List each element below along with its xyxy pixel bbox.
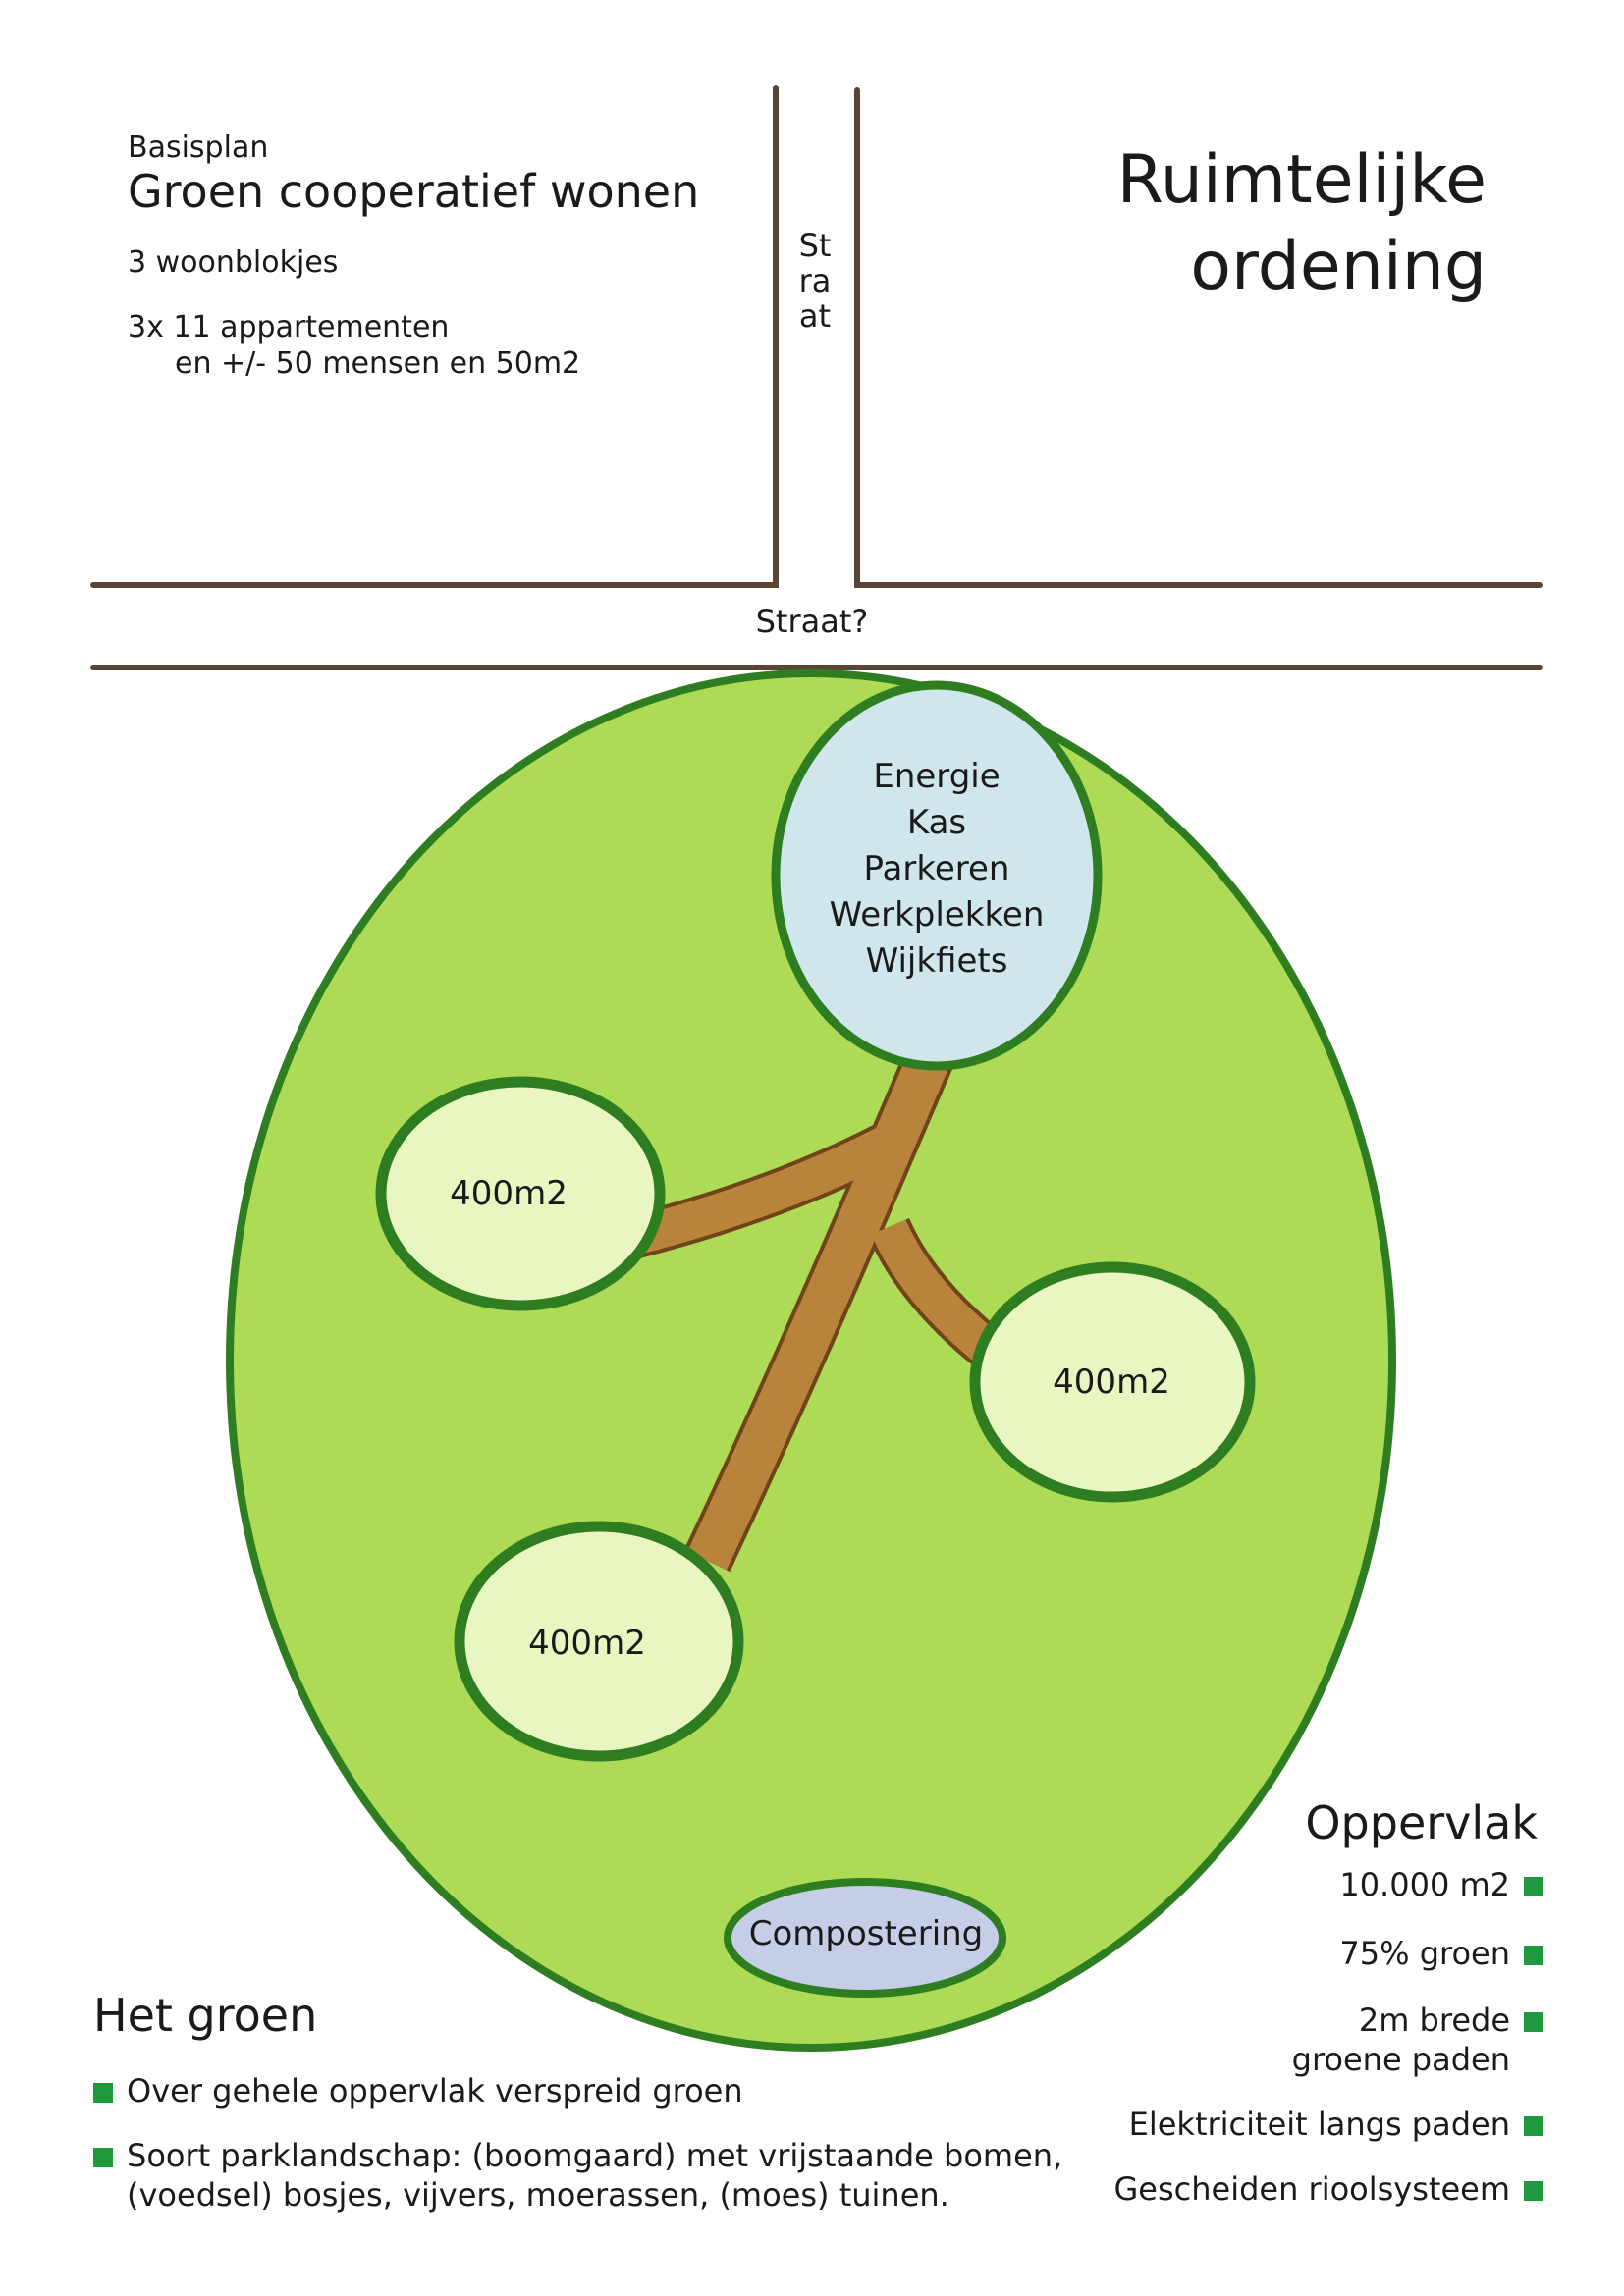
oppervlak-item: Gescheiden rioolsysteem bbox=[1113, 2169, 1543, 2209]
green-square-bullet-icon bbox=[1524, 2181, 1543, 2201]
groen-item: Over gehele oppervlak verspreid groen bbox=[93, 2071, 743, 2110]
oppervlak-item: 75% groen bbox=[1339, 1934, 1543, 1973]
block-bottom-label: 400m2 bbox=[528, 1624, 646, 1663]
street-border-right-vertical bbox=[854, 87, 1543, 588]
green-square-bullet-icon bbox=[1524, 1877, 1543, 1896]
hub-item: Werkplekken bbox=[829, 895, 1045, 934]
hub-item: Kas bbox=[906, 803, 967, 842]
green-square-bullet-icon bbox=[93, 2148, 113, 2167]
hub-facilities-list: Energie Kas Parkeren Werkplekken Wijkfie… bbox=[780, 754, 1094, 985]
street-label-horizontal: Straat? bbox=[755, 603, 869, 640]
hub-facilities-circle bbox=[771, 680, 1103, 1071]
oppervlak-item: 2m brede groene paden bbox=[1292, 2001, 1543, 2079]
oppervlak-item: Elektriciteit langs paden bbox=[1129, 2105, 1543, 2144]
plan-people-area: en +/- 50 mensen en 50m2 bbox=[175, 347, 581, 381]
green-square-bullet-icon bbox=[1524, 2012, 1543, 2032]
groen-section-title: Het groen bbox=[93, 1989, 318, 2042]
oppervlak-item: 10.000 m2 bbox=[1339, 1865, 1543, 1904]
green-square-bullet-icon bbox=[1524, 2116, 1543, 2136]
street-label-vertical: Straat bbox=[798, 227, 832, 335]
block-right-label: 400m2 bbox=[1053, 1362, 1170, 1402]
street-border-left-vertical bbox=[90, 85, 779, 588]
groen-item: Soort parklandschap: (boomgaard) met vri… bbox=[93, 2136, 1062, 2215]
plan-title: Groen cooperatief wonen bbox=[128, 165, 700, 218]
page-title-line1: Ruimtelijke bbox=[1116, 141, 1487, 219]
compost-label: Compostering bbox=[748, 1914, 984, 1953]
plan-label: Basisplan bbox=[128, 131, 269, 165]
page-title-line2: ordening bbox=[1190, 228, 1487, 305]
oppervlak-section-title: Oppervlak bbox=[1305, 1796, 1538, 1849]
plan-blocks-count: 3 woonblokjes bbox=[128, 245, 339, 280]
housing-block-bottom bbox=[454, 1521, 744, 1762]
housing-block-left bbox=[375, 1076, 666, 1311]
plan-apartments: 3x 11 appartementen bbox=[128, 310, 450, 345]
hub-item: Parkeren bbox=[863, 849, 1010, 888]
green-square-bullet-icon bbox=[93, 2083, 113, 2103]
hub-item: Energie bbox=[873, 757, 1001, 796]
page-title: Ruimtelijke ordening bbox=[1117, 137, 1487, 310]
green-square-bullet-icon bbox=[1524, 1946, 1543, 1965]
hub-item: Wijkfiets bbox=[865, 941, 1008, 981]
housing-block-right bbox=[969, 1261, 1256, 1503]
block-left-label: 400m2 bbox=[450, 1174, 568, 1213]
compost-area bbox=[724, 1878, 1006, 1998]
